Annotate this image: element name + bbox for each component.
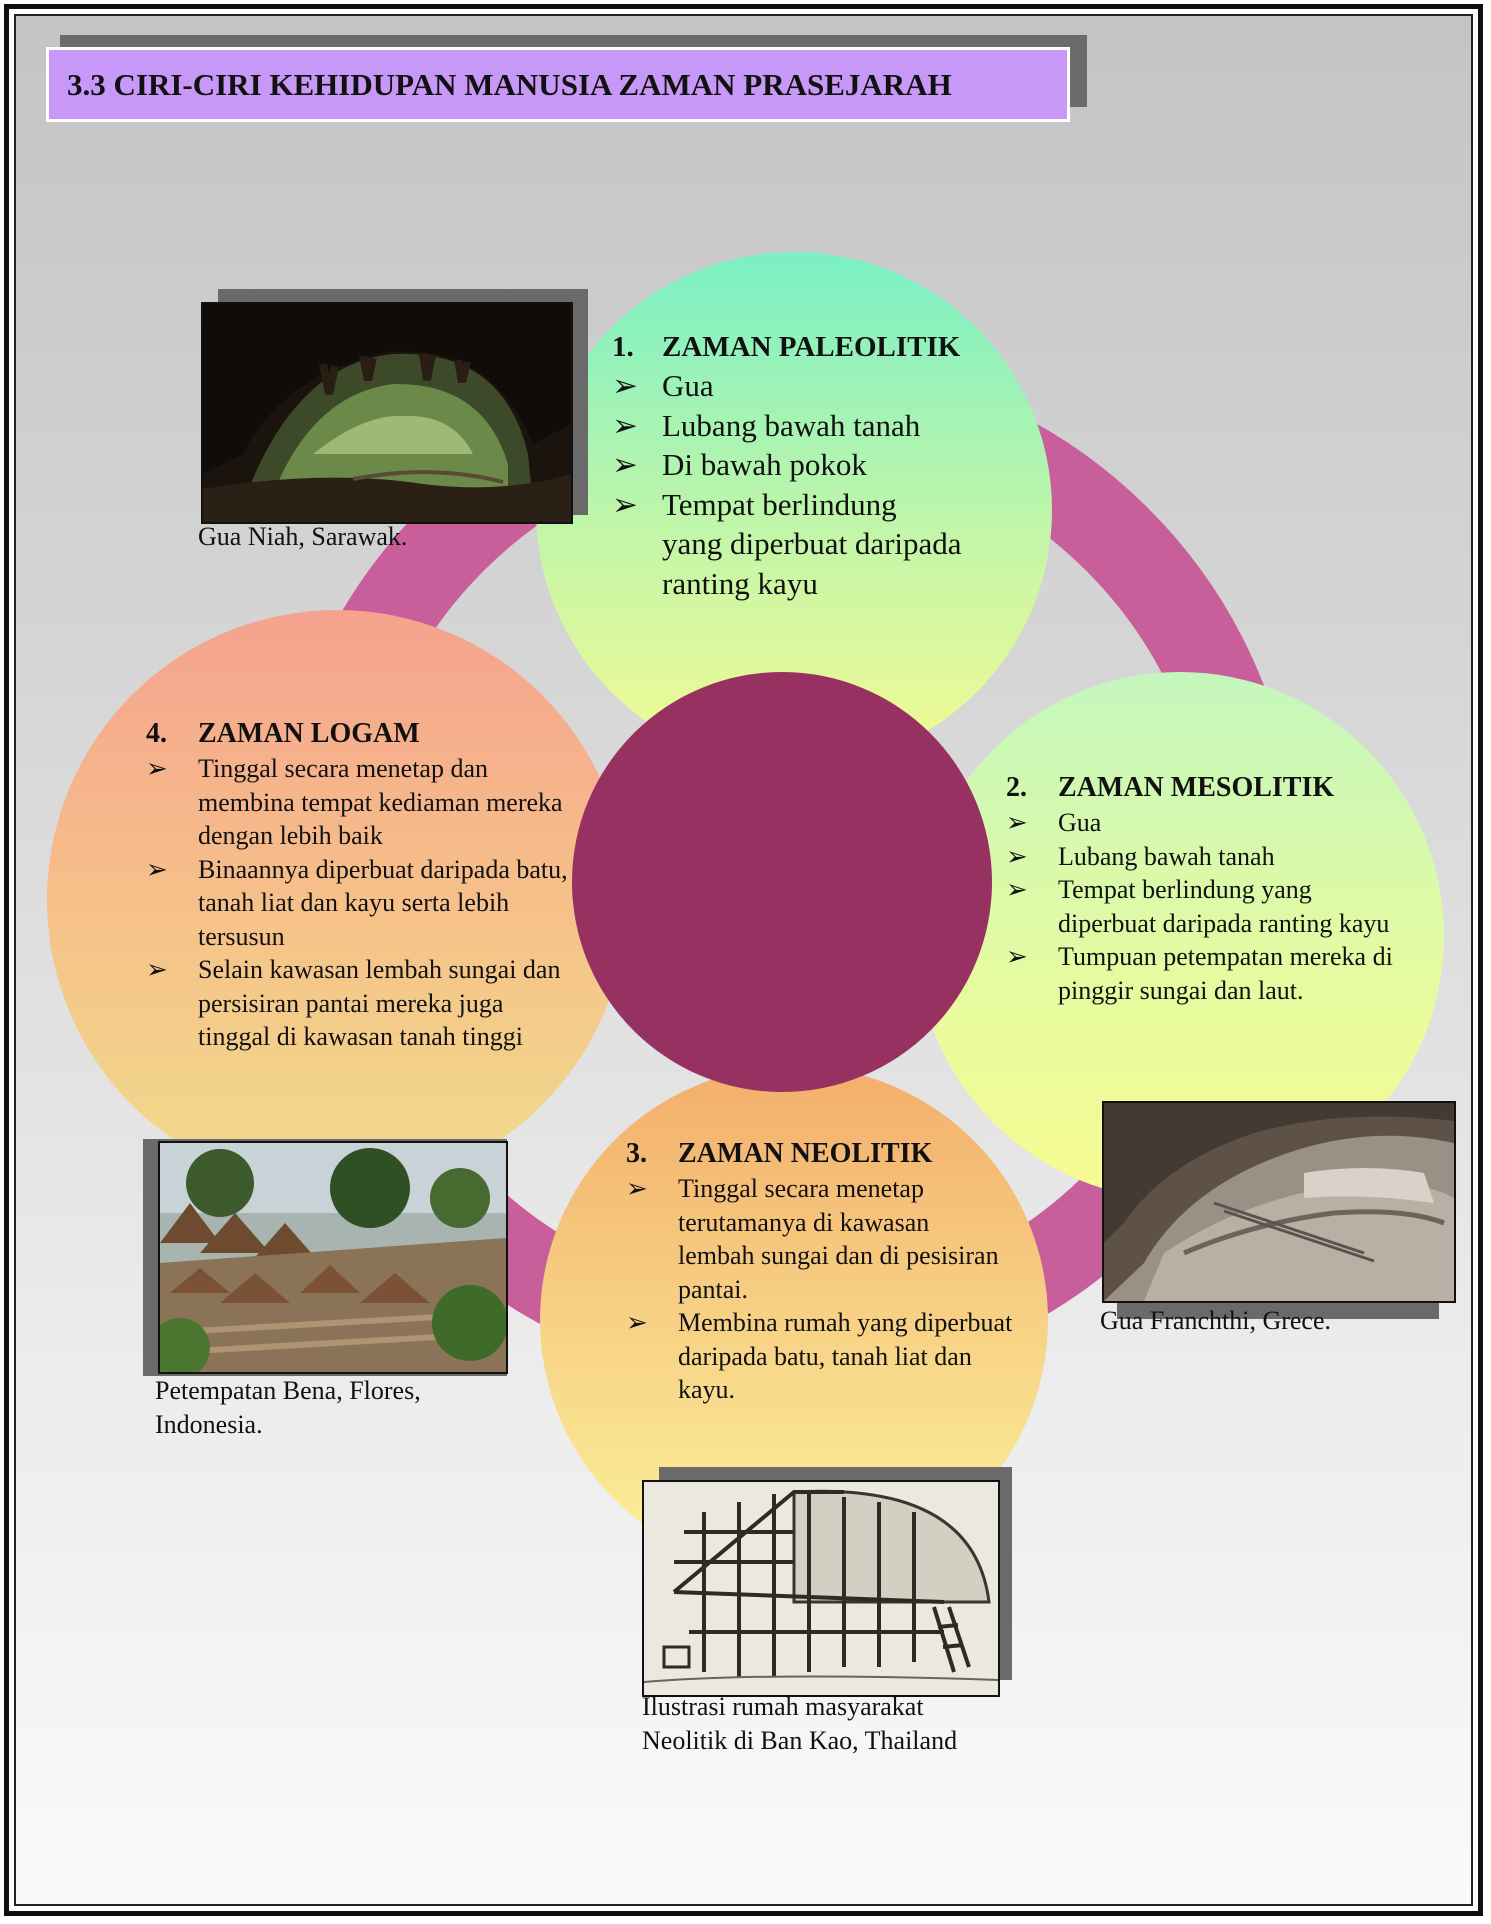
cave-image: [203, 304, 571, 522]
list-item: ➢Tinggal secara menetap terutamanya di k…: [626, 1174, 999, 1304]
center-circle: [572, 672, 992, 1092]
era-number: 1.: [612, 331, 634, 363]
title-box: 3.3 CIRI-CIRI KEHIDUPAN MANUSIA ZAMAN PR…: [46, 47, 1070, 122]
circle-mesolitik: [916, 672, 1444, 1200]
arrowhead-bullet-icon: ➢: [1006, 841, 1028, 871]
era-items: ➢Tinggal secara menetap terutamanya di k…: [626, 1172, 1012, 1407]
village-image: [160, 1143, 506, 1372]
era-heading: 3. ZAMAN NEOLITIK: [626, 1136, 1006, 1172]
list-item: ➢Binaannya diperbuat daripada batu, tana…: [146, 854, 568, 951]
era-paleolitik: 1. ZAMAN PALEOLITIK ➢Gua ➢Lubang bawah t…: [612, 328, 1032, 603]
era-items: ➢Gua ➢Lubang bawah tanah ➢Tempat berlind…: [1006, 806, 1393, 1007]
era-name: ZAMAN MESOLITIK: [1058, 772, 1335, 803]
era-logam: 4. ZAMAN LOGAM ➢Tinggal secara menetap d…: [146, 716, 568, 1054]
list-item: ➢Di bawah pokok: [612, 445, 1032, 485]
arrowhead-bullet-icon: ➢: [626, 1308, 648, 1337]
photo-caption: Gua Niah, Sarawak.: [198, 522, 408, 551]
era-heading: 2. ZAMAN MESOLITIK: [1006, 770, 1386, 806]
list-item: ➢Tumpuan petempatan mereka di pinggir su…: [1006, 942, 1393, 1005]
photo-petempatan-bena: [158, 1141, 508, 1374]
era-number: 4.: [146, 718, 167, 749]
arrowhead-bullet-icon: ➢: [1006, 942, 1028, 971]
arrowhead-bullet-icon: ➢: [146, 754, 168, 783]
circle-neolitik: [540, 1066, 1048, 1574]
list-item: ➢Lubang bawah tanah: [1006, 840, 1386, 874]
era-mesolitik: 2. ZAMAN MESOLITIK ➢Gua ➢Lubang bawah ta…: [1006, 770, 1393, 1007]
photo-ban-kao-illustration: [642, 1480, 1000, 1697]
era-name: ZAMAN NEOLITIK: [678, 1138, 933, 1169]
arrowhead-bullet-icon: ➢: [1006, 875, 1028, 904]
page-title: 3.3 CIRI-CIRI KEHIDUPAN MANUSIA ZAMAN PR…: [67, 66, 952, 102]
list-item: ➢Gua: [612, 366, 1032, 406]
era-number: 2.: [1006, 772, 1027, 803]
arrowhead-bullet-icon: ➢: [146, 955, 168, 984]
page-outer-frame: [4, 4, 1483, 1916]
photo-caption: Gua Franchthi, Grece.: [1100, 1306, 1332, 1335]
era-items: ➢Gua ➢Lubang bawah tanah ➢Di bawah pokok…: [612, 366, 1032, 603]
era-name: ZAMAN LOGAM: [198, 718, 420, 749]
photo-gua-franchthi: [1102, 1101, 1456, 1303]
list-item: ➢Selain kawasan lembah sungai dan persis…: [146, 955, 561, 1051]
era-neolitik: 3. ZAMAN NEOLITIK ➢Tinggal secara meneta…: [626, 1136, 1012, 1407]
arrowhead-bullet-icon: ➢: [146, 854, 168, 884]
list-item: ➢Membina rumah yang diperbuat daripada b…: [626, 1308, 1013, 1404]
arrowhead-bullet-icon: ➢: [612, 447, 638, 482]
list-item: ➢Lubang bawah tanah: [612, 406, 1032, 446]
arrowhead-bullet-icon: ➢: [626, 1174, 648, 1203]
list-item: ➢Tempat berlindung yang diperbuat daripa…: [612, 486, 962, 601]
era-heading: 1. ZAMAN PALEOLITIK: [612, 328, 1032, 366]
arrowhead-bullet-icon: ➢: [612, 368, 638, 403]
list-item: ➢Tinggal secara menetap dan membina temp…: [146, 754, 563, 850]
circle-paleolitik: [536, 252, 1052, 768]
list-item: ➢Gua: [1006, 806, 1386, 840]
photo-caption: Ilustrasi rumah masyarakat Neolitik di B…: [642, 1692, 958, 1755]
list-item: ➢Tempat berlindung yang diperbuat daripa…: [1006, 875, 1390, 938]
era-number: 3.: [626, 1138, 647, 1169]
era-items: ➢Tinggal secara menetap dan membina temp…: [146, 752, 568, 1054]
arrowhead-bullet-icon: ➢: [612, 407, 638, 443]
arrowhead-bullet-icon: ➢: [612, 486, 638, 522]
arrowhead-bullet-icon: ➢: [1006, 808, 1028, 837]
era-heading: 4. ZAMAN LOGAM: [146, 716, 546, 752]
photo-caption: Petempatan Bena, Flores, Indonesia.: [155, 1376, 421, 1439]
circle-logam: [47, 610, 627, 1190]
stilt-house-illustration: [644, 1482, 998, 1695]
era-name: ZAMAN PALEOLITIK: [662, 331, 961, 363]
photo-gua-niah: [201, 302, 573, 524]
cave-image: [1104, 1103, 1454, 1301]
